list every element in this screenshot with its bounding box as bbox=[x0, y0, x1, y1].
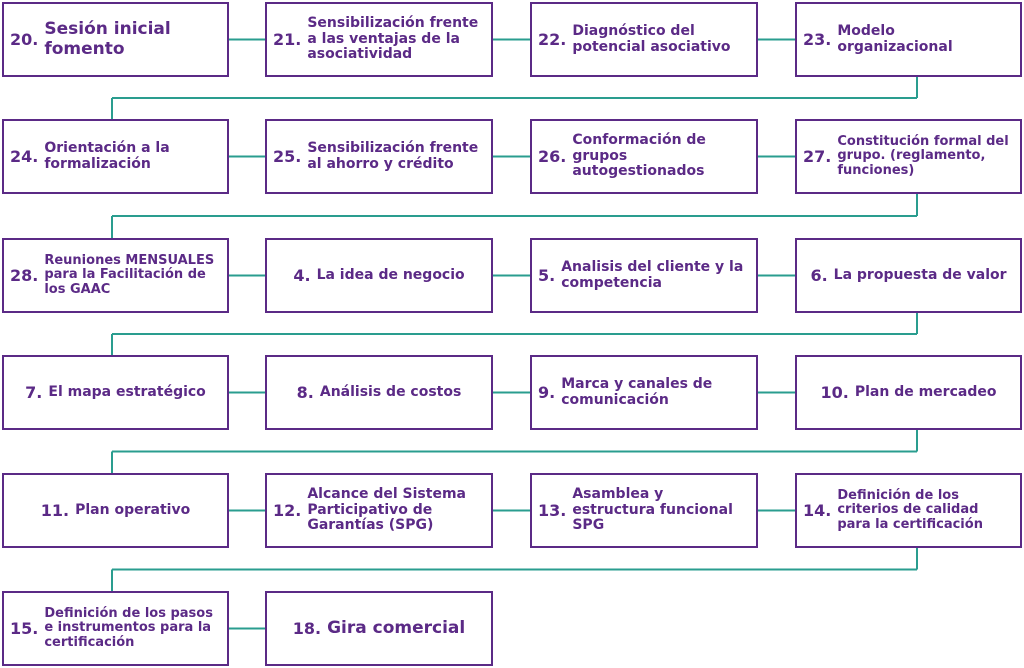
step-number: 18. bbox=[292, 619, 322, 638]
step-number: 6. bbox=[810, 266, 828, 285]
step-box: 20. Sesión inicial fomento bbox=[2, 2, 229, 77]
step-label: El mapa estratégico bbox=[48, 383, 206, 400]
step-box: 23. Modelo organizacional bbox=[795, 2, 1022, 77]
step-number: 26. bbox=[538, 147, 567, 166]
step-box: 21. Sensibilización frente a las ventaja… bbox=[265, 2, 493, 77]
step-label: Sensibilización frente al ahorro y crédi… bbox=[307, 139, 479, 172]
step-label: Asamblea y estructura funcional SPG bbox=[572, 485, 733, 534]
step-box: 14. Definición de los criterios de calid… bbox=[795, 473, 1022, 548]
step-label: Sesión inicial fomento bbox=[44, 19, 171, 59]
step-label: Alcance del Sistema Participativo de Gar… bbox=[307, 485, 466, 534]
step-number: 25. bbox=[273, 147, 302, 166]
step-number: 20. bbox=[10, 30, 39, 49]
step-label: Gira comercial bbox=[327, 617, 466, 638]
step-number: 23. bbox=[803, 30, 832, 49]
step-box: 28. Reuniones MENSUALES para la Facilita… bbox=[2, 238, 229, 313]
step-label: Marca y canales de comunicación bbox=[561, 375, 713, 408]
step-number: 5. bbox=[538, 266, 556, 285]
step-label: Analisis del cliente y la competencia bbox=[561, 258, 744, 291]
step-box: 5. Analisis del cliente y la competencia bbox=[530, 238, 758, 313]
step-label: Definición de los pasos e instrumentos p… bbox=[44, 606, 213, 650]
step-box: 15. Definición de los pasos e instrument… bbox=[2, 591, 229, 666]
step-number: 9. bbox=[538, 383, 556, 402]
step-label: Reuniones MENSUALES para la Facilitación… bbox=[44, 253, 215, 297]
step-number: 13. bbox=[538, 501, 567, 520]
step-number: 15. bbox=[10, 619, 39, 638]
step-label: La propuesta de valor bbox=[833, 266, 1007, 283]
step-box: 12. Alcance del Sistema Participativo de… bbox=[265, 473, 493, 548]
step-box: 4. La idea de negocio bbox=[265, 238, 493, 313]
step-number: 11. bbox=[40, 501, 70, 520]
step-box: 27. Constitución formal del grupo. (regl… bbox=[795, 119, 1022, 194]
step-box: 22. Diagnóstico del potencial asociativo bbox=[530, 2, 758, 77]
step-box: 11. Plan operativo bbox=[2, 473, 229, 548]
step-label: Sensibilización frente a las ventajas de… bbox=[307, 14, 479, 63]
step-box: 6. La propuesta de valor bbox=[795, 238, 1022, 313]
step-label: Análisis de costos bbox=[319, 383, 462, 400]
step-number: 21. bbox=[273, 30, 302, 49]
step-box: 10. Plan de mercadeo bbox=[795, 355, 1022, 430]
step-label: Diagnóstico del potencial asociativo bbox=[572, 22, 731, 55]
step-label: Plan operativo bbox=[75, 501, 191, 518]
step-label: Constitución formal del grupo. (reglamen… bbox=[837, 134, 1009, 178]
step-box: 9. Marca y canales de comunicación bbox=[530, 355, 758, 430]
step-number: 28. bbox=[10, 266, 39, 285]
step-number: 7. bbox=[25, 383, 43, 402]
step-number: 27. bbox=[803, 147, 832, 166]
step-label: Definición de los criterios de calidad p… bbox=[837, 488, 983, 532]
step-label: Orientación a la formalización bbox=[44, 139, 170, 172]
step-label: Plan de mercadeo bbox=[854, 383, 997, 400]
step-number: 24. bbox=[10, 147, 39, 166]
step-number: 14. bbox=[803, 501, 832, 520]
step-label: Modelo organizacional bbox=[837, 22, 953, 55]
step-box: 24. Orientación a la formalización bbox=[2, 119, 229, 194]
step-box: 25. Sensibilización frente al ahorro y c… bbox=[265, 119, 493, 194]
step-box: 18. Gira comercial bbox=[265, 591, 493, 666]
step-box: 13. Asamblea y estructura funcional SPG bbox=[530, 473, 758, 548]
step-label: La idea de negocio bbox=[316, 266, 465, 283]
step-number: 12. bbox=[273, 501, 302, 520]
step-box: 7. El mapa estratégico bbox=[2, 355, 229, 430]
step-box: 26. Conformación de grupos autogestionad… bbox=[530, 119, 758, 194]
step-box: 8. Análisis de costos bbox=[265, 355, 493, 430]
step-number: 8. bbox=[296, 383, 314, 402]
step-number: 10. bbox=[820, 383, 849, 402]
step-number: 22. bbox=[538, 30, 567, 49]
step-number: 4. bbox=[293, 266, 311, 285]
step-label: Conformación de grupos autogestionados bbox=[572, 131, 706, 180]
